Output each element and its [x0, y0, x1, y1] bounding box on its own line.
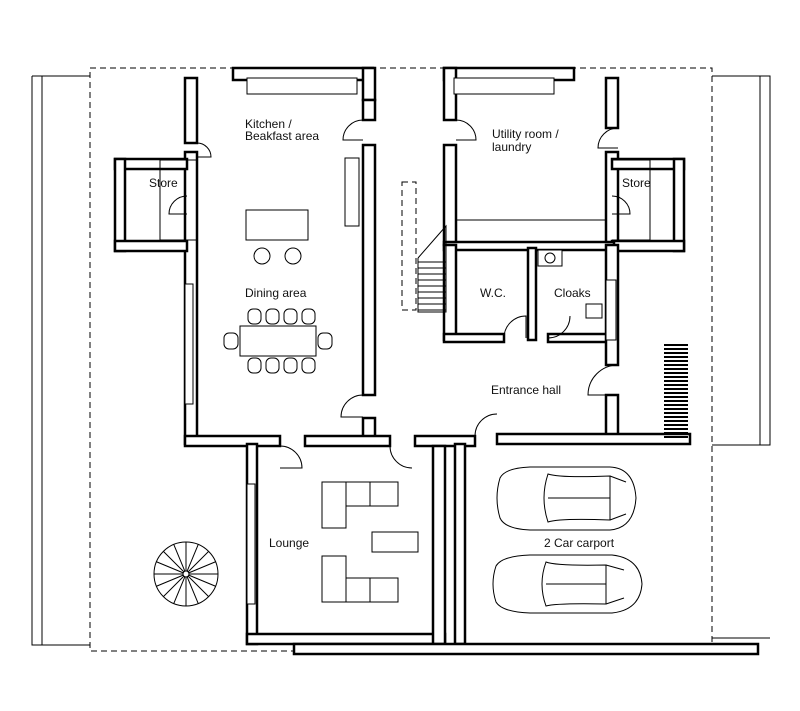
lounge-sofas: [321, 481, 419, 603]
kitchen-label: Kitchen /: [245, 117, 292, 131]
store-right-label: Store: [622, 176, 651, 190]
store-left-label: Store: [149, 176, 178, 190]
site-outline: [31, 67, 771, 652]
dining-chair: [247, 308, 262, 325]
door-swing: [168, 195, 188, 215]
dining-chair: [301, 357, 316, 374]
door-swing: [340, 394, 364, 418]
spiral-tread: [156, 561, 184, 574]
utility-label-line2: laundry: [492, 140, 531, 154]
dining-chair: [265, 308, 280, 325]
car-lower: [492, 554, 643, 614]
carport-label: 2 Car carport: [544, 536, 615, 550]
spiral-tread: [188, 574, 216, 587]
walls: [113, 66, 760, 656]
dining-label: Dining area: [245, 286, 307, 300]
entrance-label: Entrance hall: [491, 383, 561, 397]
dining-chair: [283, 357, 298, 374]
dining-chair: [317, 332, 333, 350]
door-swing: [597, 127, 619, 149]
spiral-tread: [163, 575, 185, 597]
cloaks-label: Cloaks: [554, 286, 591, 300]
wc-label: W.C.: [480, 286, 506, 300]
spiral-tread: [186, 576, 199, 604]
spiral-tread: [186, 544, 199, 572]
car-upper: [496, 466, 637, 531]
dining-chair: [283, 308, 298, 325]
staircase: [401, 181, 447, 313]
dining-table: [223, 308, 333, 374]
spiral-tread: [163, 551, 185, 573]
door-swing: [547, 315, 571, 339]
dining-chair: [223, 332, 239, 350]
spiral-tread: [188, 561, 216, 574]
door-swing: [611, 195, 631, 215]
door-swing: [342, 119, 364, 141]
lounge-label: Lounge: [269, 536, 309, 550]
kitchen-label-line2: Beakfast area: [245, 129, 319, 143]
spiral-tread: [173, 576, 186, 604]
door-swing: [196, 142, 212, 158]
door-swing: [279, 445, 303, 469]
door-swing: [474, 413, 498, 437]
door-swing: [389, 445, 413, 469]
room-labels: Kitchen / Beakfast area Utility room / l…: [149, 117, 651, 550]
kitchen-island: [245, 209, 309, 265]
door-swing: [455, 119, 477, 141]
windows: [159, 77, 651, 605]
spiral-tread: [187, 551, 209, 573]
spiral-staircase: [153, 541, 219, 607]
spiral-tread: [156, 574, 184, 587]
dining-chair: [301, 308, 316, 325]
dining-chair: [247, 357, 262, 374]
spiral-tread: [173, 544, 186, 572]
door-swing: [503, 315, 527, 339]
doors: [168, 119, 631, 469]
dining-chair: [265, 357, 280, 374]
grating: [664, 344, 688, 438]
utility-label: Utility room /: [492, 127, 559, 141]
door-swing: [587, 364, 619, 396]
spiral-tread: [187, 575, 209, 597]
